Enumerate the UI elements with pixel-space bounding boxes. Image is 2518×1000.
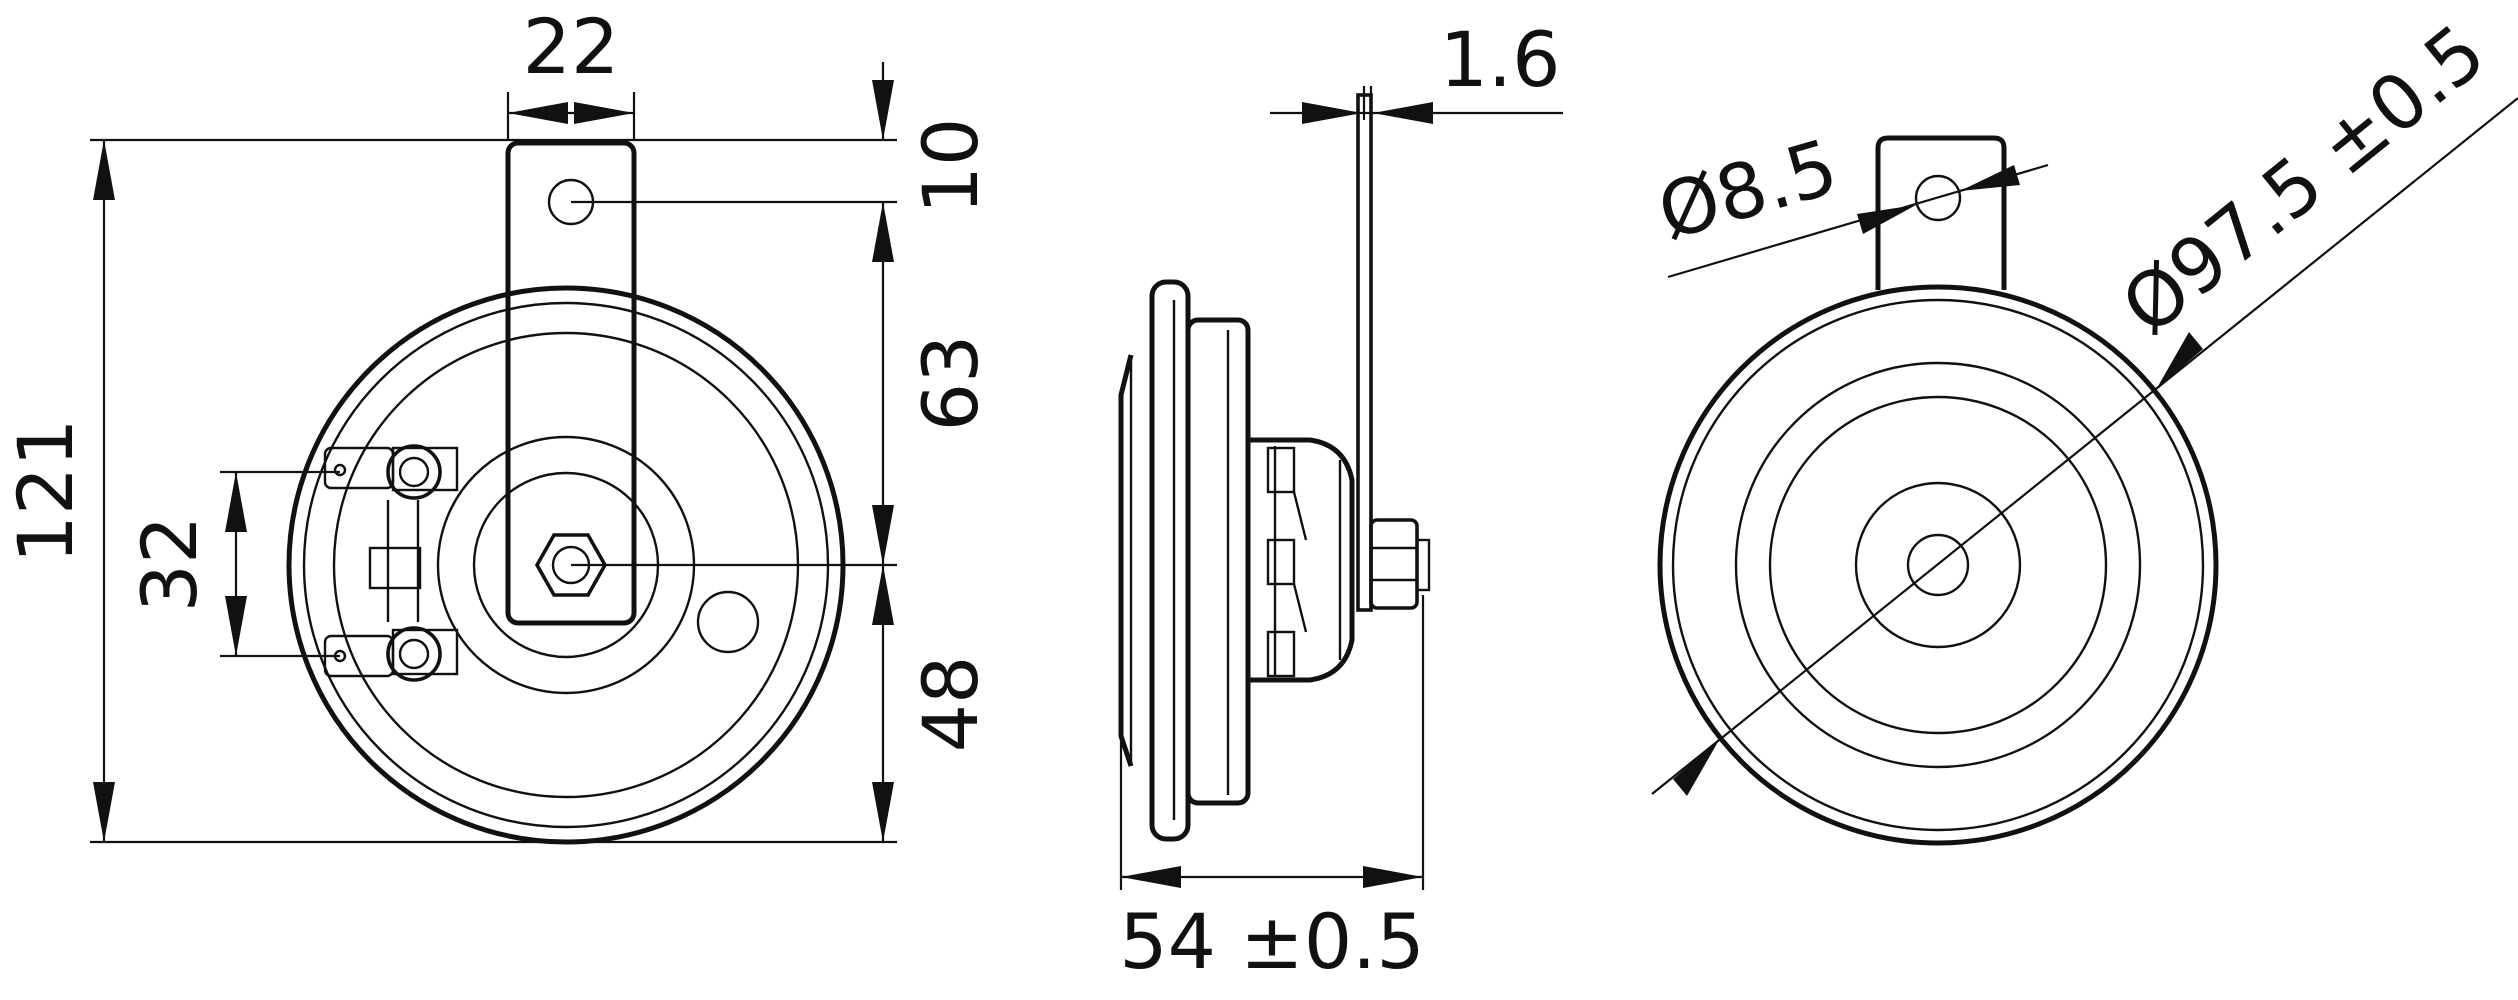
dim-hole-diameter-label: Ø8.5 [1649,122,1847,257]
rear-outer-rim [1657,284,2219,846]
dim-outer-diameter-label: Ø97.5 ±0.5 [2105,7,2501,352]
front-mounting-bracket [505,140,637,626]
side-nut [1369,518,1419,610]
rear-mounting-tab [1875,135,2007,290]
side-front-lip [1118,354,1134,767]
dim-terminal-spacing-label: 32 [125,516,214,613]
rear-ring-medium [1768,395,2108,735]
rear-center-hole [1906,533,1970,597]
rear-ring-small [1854,481,2022,649]
rear-view: Ø8.5 Ø97.5 ±0.5 [1649,7,2518,846]
rear-inner-rim [1671,298,2205,832]
dim-depth-label: 54 ±0.5 [1119,897,1424,986]
rear-tab-hole [1914,174,1962,222]
front-view: 22 121 32 10 63 48 [1,2,995,845]
dim-total-height-label: 121 [1,418,90,563]
dim-top-to-hole-label: 10 [906,118,995,215]
side-view: 1.6 54 ±0.5 [1118,15,1563,986]
side-back-dome [1248,437,1355,683]
dim-width-label: 22 [523,2,620,91]
side-bracket-strip [1356,93,1373,612]
rear-ring-large [1734,361,2142,769]
dim-hole-to-center-label: 63 [906,335,995,432]
side-rim-flange [1149,279,1191,842]
dim-bracket-thickness-label: 1.6 [1440,15,1561,104]
front-vent-hole [696,590,760,654]
side-housing [1185,317,1251,806]
dim-center-to-bottom-label: 48 [906,656,995,753]
front-terminals [323,444,459,682]
